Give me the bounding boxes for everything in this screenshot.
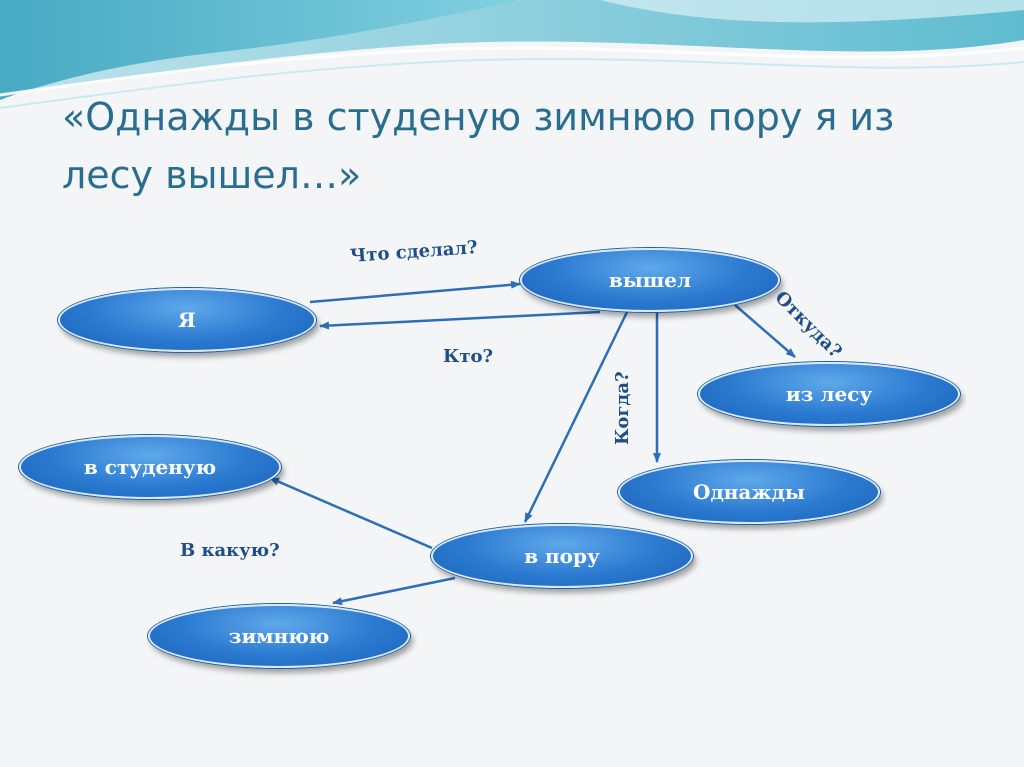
node-zimnyuyu: зимнюю xyxy=(148,604,410,668)
label-kogda: Когда? xyxy=(612,371,633,445)
label-v-kakuyu: В какую? xyxy=(180,540,280,561)
wave-decoration xyxy=(0,0,1024,109)
arrow-v-poru-to-v-studenuyu xyxy=(269,476,433,550)
node-vyshel: вышел xyxy=(520,248,780,312)
arrow-ya-to-vyshel xyxy=(309,280,521,304)
arrow-vyshel-to-ya xyxy=(319,310,601,330)
node-ya: Я xyxy=(58,288,316,352)
arrow-v-poru-to-zimnyuyu xyxy=(332,576,456,606)
node-iz-lesu: из лесу xyxy=(698,362,960,426)
slide-title: «Однажды в студеную зимнюю пору я из лес… xyxy=(62,95,895,197)
arrow-vyshel-to-v-poru xyxy=(523,309,630,523)
node-odnazhdy: Однажды xyxy=(618,460,880,524)
label-kto: Кто? xyxy=(443,346,494,367)
node-v-studenuyu: в студеную xyxy=(19,435,281,499)
arrow-vyshel-to-iz-lesu xyxy=(734,304,796,358)
node-v-poru: в пору xyxy=(431,524,693,588)
